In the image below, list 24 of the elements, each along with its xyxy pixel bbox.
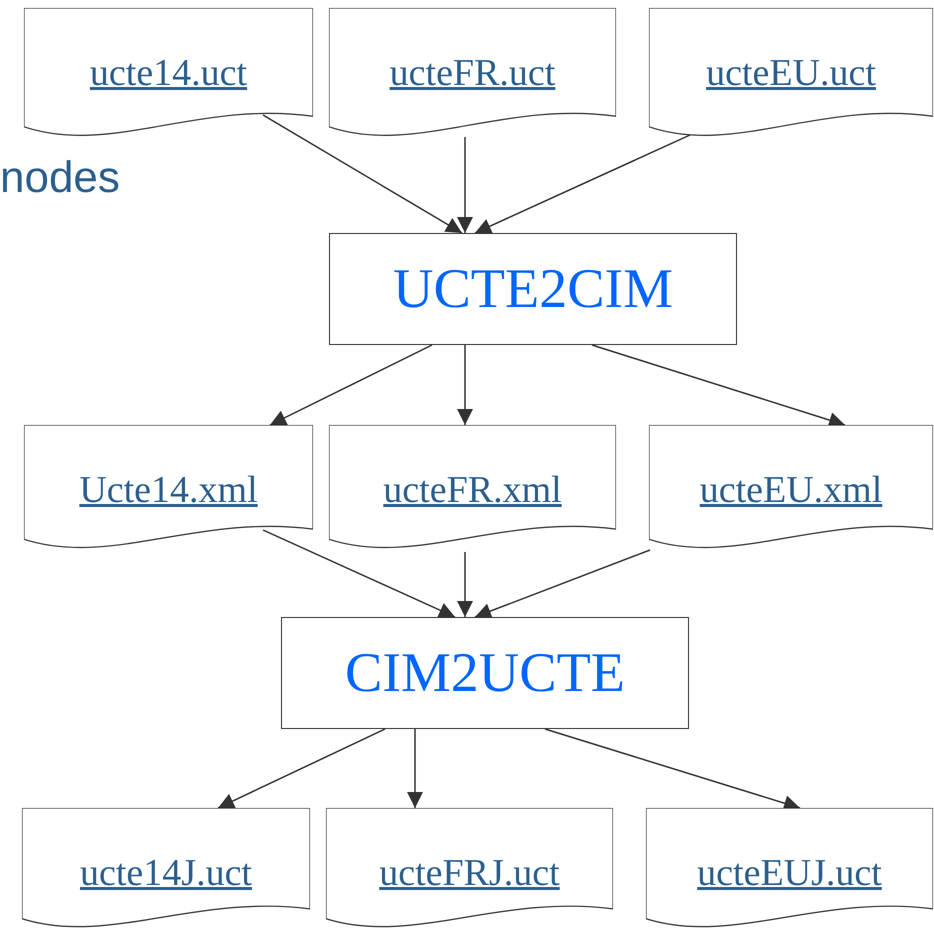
process-box [281, 617, 689, 729]
file-link: ucte14.uct [90, 51, 248, 96]
process-title: UCTE2CIM [393, 257, 673, 322]
file-link: ucteFRJ.uct [379, 851, 560, 896]
arrow [457, 552, 473, 617]
process-title: CIM2UCTE [345, 641, 625, 706]
arrow [457, 345, 473, 425]
arrow [262, 529, 456, 618]
file-link: ucteEUJ.uct [697, 851, 882, 896]
file-link: ucte14J.uct [80, 851, 252, 896]
arrow [407, 729, 423, 808]
file-link: Ucte14.xml [79, 468, 258, 513]
file-link: ucteFR.xml [383, 468, 562, 513]
arrow [270, 344, 432, 426]
file-link: ucteFR.uct [390, 51, 556, 96]
arrow [474, 134, 690, 234]
arrow [262, 114, 462, 234]
arrow [457, 137, 473, 233]
arrow [474, 549, 650, 619]
arrow [218, 728, 386, 809]
file-link: ucteEU.xml [700, 468, 882, 513]
process-box [329, 233, 737, 345]
side-label: nodes [0, 152, 120, 204]
file-link: ucteEU.uct [706, 51, 876, 96]
